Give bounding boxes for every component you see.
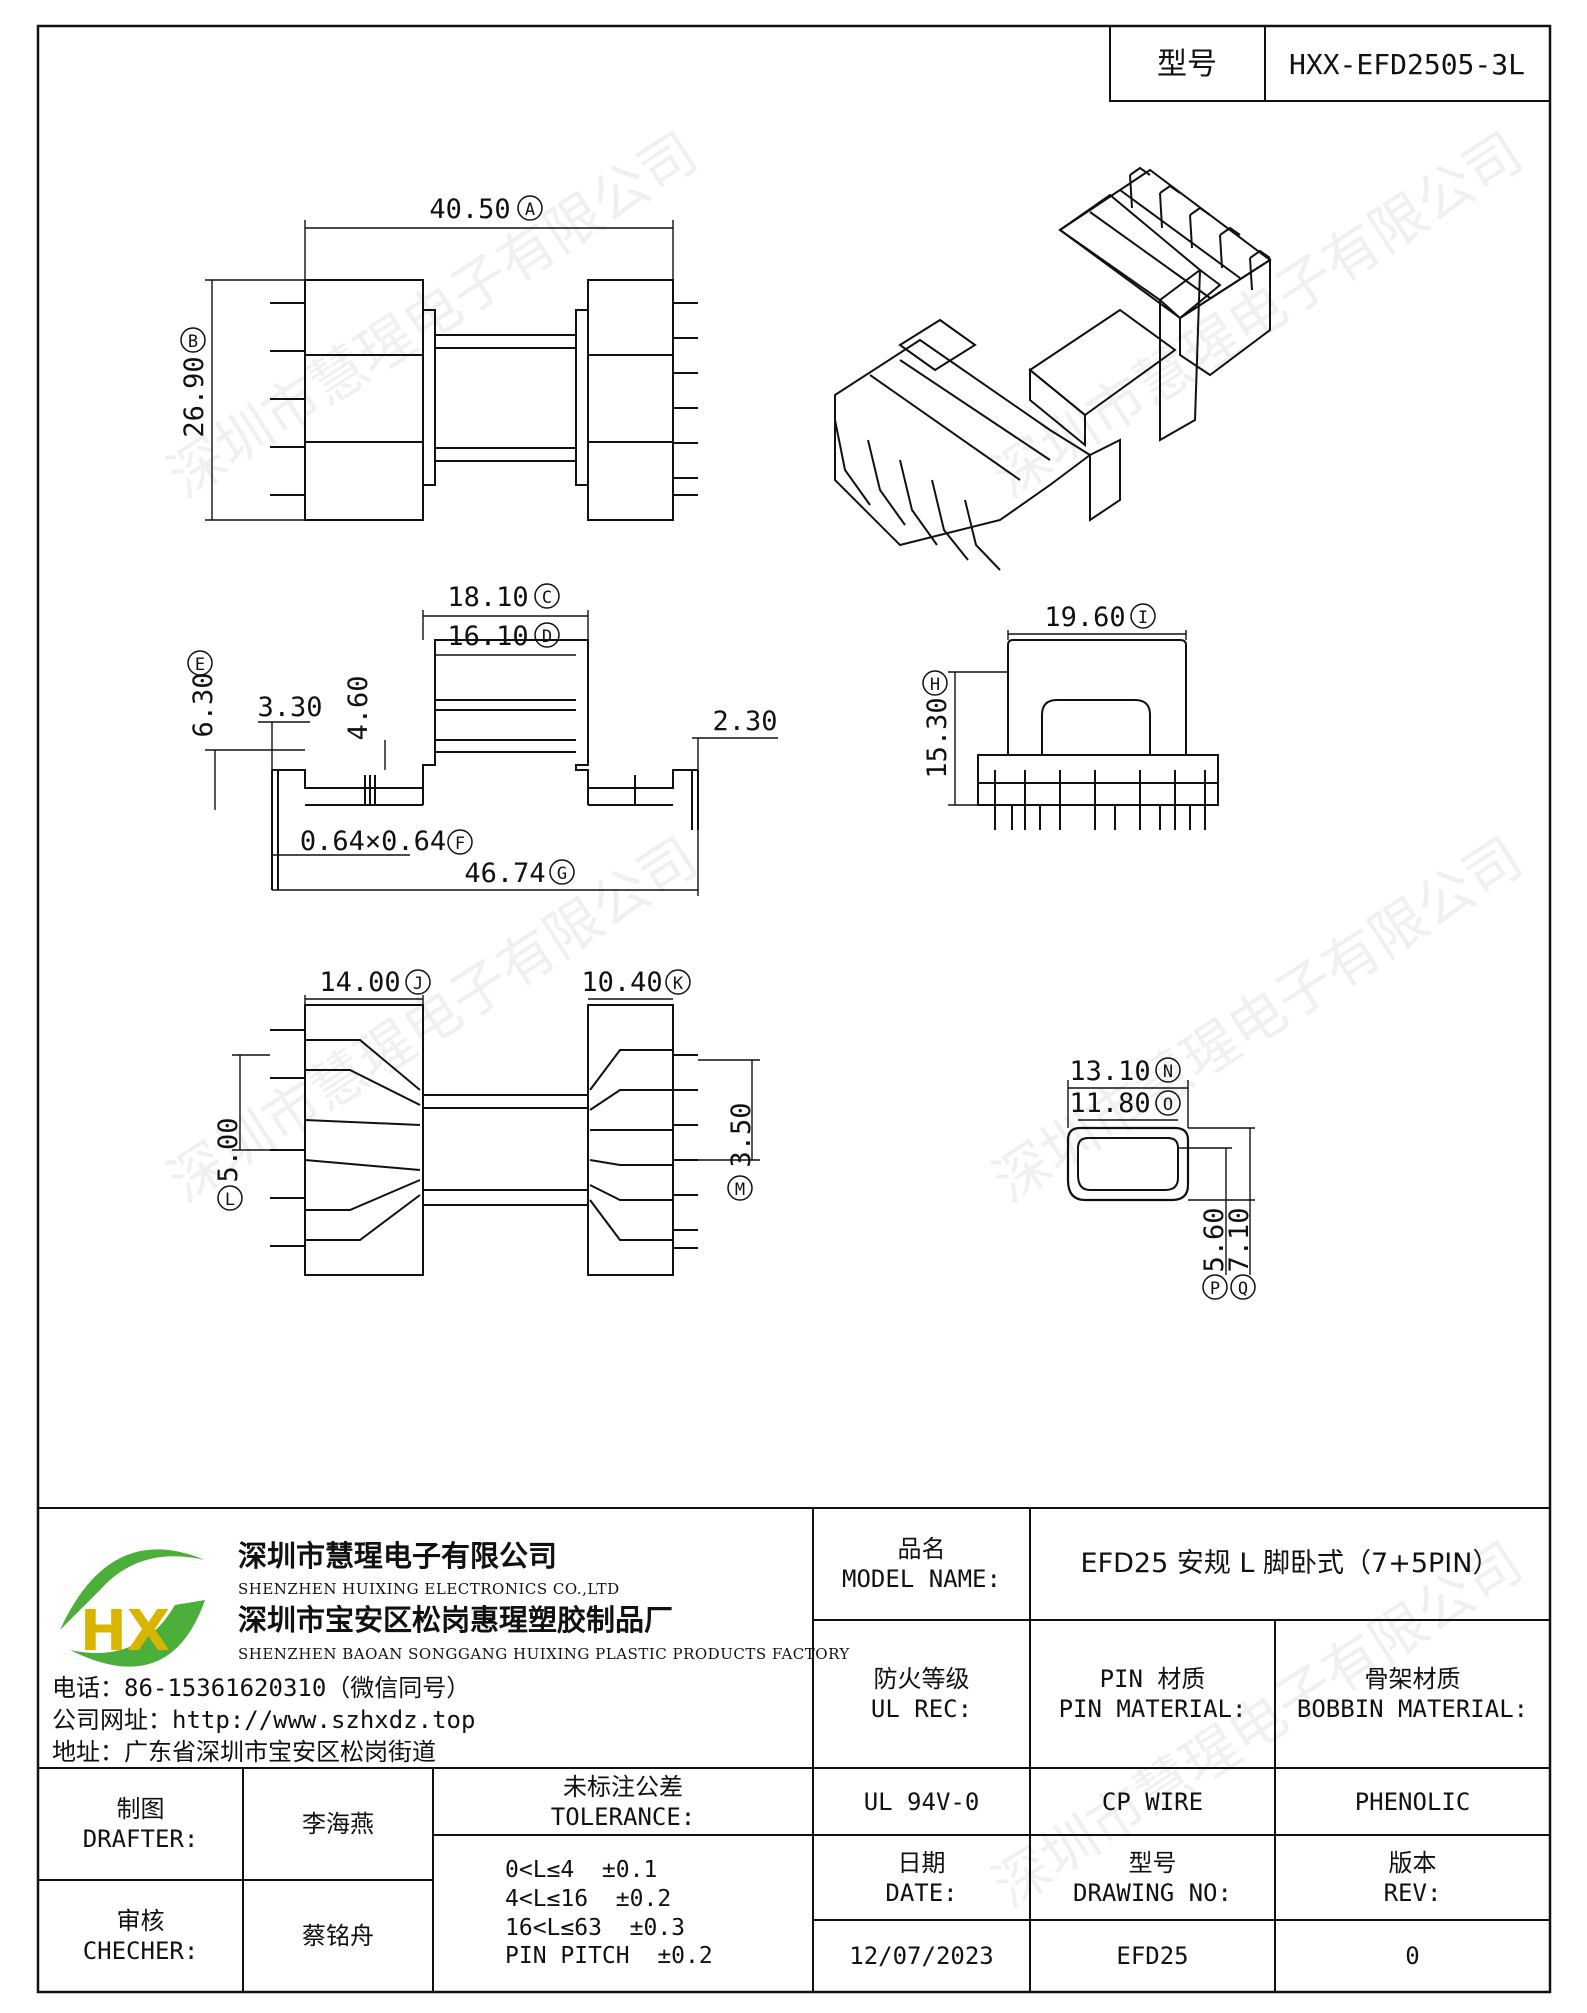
svg-text:O: O — [1163, 1095, 1173, 1115]
ul-rec-value: UL 94V-0 — [863, 1787, 980, 1816]
svg-text:K: K — [673, 974, 684, 994]
svg-text:E: E — [195, 655, 205, 675]
svg-text:B: B — [188, 332, 198, 352]
isometric-view — [834, 166, 1272, 571]
dim-F-label: 0.64×0.64 — [300, 826, 446, 857]
dim-O-label: 11.80 — [1069, 1088, 1150, 1119]
logo-text: HX — [80, 1599, 170, 1664]
header-model-box: 型号 HXX-EFD2505-3L — [1109, 25, 1551, 102]
dim-B-label: 26.90 — [179, 356, 210, 437]
section-view: 13.10 N 11.80 O 5.60 7.10 P Q — [1066, 1056, 1256, 1300]
dim-G-label: 46.74 — [464, 858, 545, 889]
dim-460-label: 4.60 — [343, 675, 374, 740]
drafter-value: 李海燕 — [302, 1810, 374, 1838]
svg-text:P: P — [1210, 1279, 1220, 1299]
dim-C-label: 18.10 — [447, 582, 528, 613]
checker-value: 蔡铭舟 — [302, 1922, 374, 1950]
factory-name-en: SHENZHEN BAOAN SONGGANG HUIXING PLASTIC … — [238, 1645, 850, 1663]
header-model-label: 型号 — [1157, 47, 1217, 82]
company-website[interactable]: 公司网址：http://www.szhxdz.top — [52, 1706, 476, 1734]
dim-E-label: 6.30 — [188, 672, 219, 737]
dim-J-label: 14.00 — [319, 967, 400, 998]
bobbin-material-value: PHENOLIC — [1354, 1787, 1471, 1816]
dim-N-label: 13.10 — [1069, 1056, 1150, 1087]
company-phone: 电话：86-15361620310（微信同号） — [52, 1674, 471, 1702]
date-value: 12/07/2023 — [849, 1942, 994, 1970]
svg-text:J: J — [413, 974, 423, 994]
tolerance-values: 0<L≤4 ±0.1 4<L≤16 ±0.2 16<L≤63 ±0.3 PIN … — [505, 1857, 713, 1970]
svg-text:I: I — [1138, 608, 1148, 628]
svg-text:D: D — [542, 627, 552, 647]
bottom-view: 14.00 J 10.40 K 5.00 L 3.50 M — [213, 967, 760, 1276]
dim-K-label: 10.40 — [581, 967, 662, 998]
drawing-no-value: EFD25 — [1116, 1942, 1189, 1970]
pin-material-value: CP WIRE — [1101, 1787, 1204, 1816]
rev-value: 0 — [1405, 1942, 1420, 1970]
dim-D-label: 16.10 — [447, 621, 528, 652]
top-view: 40.50 A 26.90 B — [179, 194, 698, 521]
factory-name-cn: 深圳市宝安区松岗惠瑆塑胶制品厂 — [238, 1603, 674, 1637]
dim-Q-label: 7.10 — [1224, 1207, 1255, 1272]
header-model-value: HXX-EFD2505-3L — [1289, 48, 1525, 81]
dim-I-label: 19.60 — [1044, 602, 1125, 633]
dim-P-label: 5.60 — [1199, 1207, 1230, 1272]
drawing-border — [36, 24, 1552, 1994]
dim-H-label: 15.30 — [922, 697, 953, 778]
end-view: 19.60 I 15.30 H — [922, 602, 1219, 830]
svg-text:F: F — [455, 834, 465, 854]
dim-A-label: 40.50 — [429, 194, 510, 225]
svg-text:Q: Q — [1238, 1279, 1248, 1299]
dim-230-label: 2.30 — [712, 706, 777, 737]
company-name-en: SHENZHEN HUIXING ELECTRONICS CO.,LTD — [238, 1580, 620, 1598]
dim-330-label: 3.30 — [257, 692, 322, 723]
svg-text:G: G — [557, 864, 567, 884]
svg-text:M: M — [735, 1180, 745, 1200]
svg-text:N: N — [1163, 1062, 1173, 1082]
svg-text:H: H — [930, 675, 940, 695]
model-name-value: EFD25 安规 L 脚卧式（7+5PIN） — [1080, 1548, 1500, 1580]
svg-text:L: L — [225, 1190, 235, 1210]
svg-text:C: C — [542, 588, 552, 608]
company-address: 地址：广东省深圳市宝安区松岗街道 — [52, 1738, 436, 1766]
title-block-grid — [38, 1507, 1550, 1992]
company-logo: HX — [60, 1549, 205, 1667]
side-view: 18.10 C 16.10 D 6.30 E 3.30 4.60 2.30 0.… — [187, 582, 778, 896]
dim-L-label: 5.00 — [213, 1117, 244, 1182]
dim-M-label: 3.50 — [726, 1102, 757, 1167]
svg-text:A: A — [525, 200, 535, 220]
company-name-cn: 深圳市慧瑆电子有限公司 — [238, 1539, 558, 1573]
